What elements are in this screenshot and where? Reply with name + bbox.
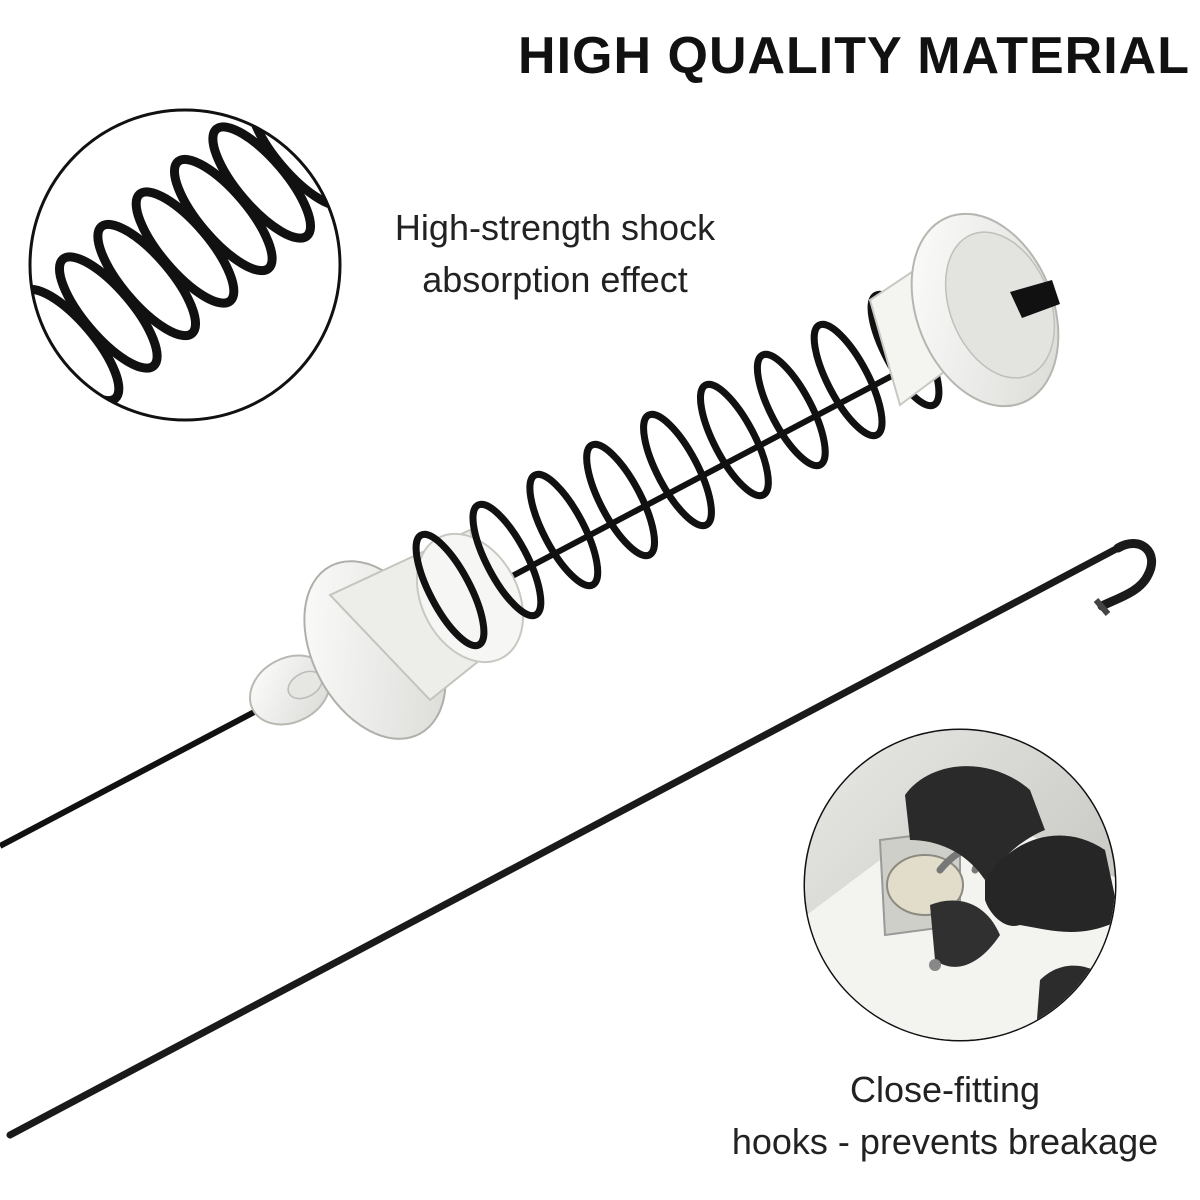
hook-feature-line-1: Close-fitting	[849, 1069, 1041, 1110]
spring-coil-4	[583, 440, 658, 560]
headline: HIGH QUALITY MATERIAL	[518, 27, 1190, 85]
spring-feature-caption: High-strength shock absorption effect	[330, 202, 780, 306]
suspension-rod-with-spring	[0, 212, 1060, 849]
spring-closeup-coils	[30, 110, 340, 406]
lower-damper-cup	[303, 528, 525, 740]
upper-damper-cap	[868, 212, 1060, 408]
spring-coil-8	[810, 320, 886, 440]
spring-feature-line-1: High-strength shock	[394, 207, 716, 248]
installation-photo-inset	[803, 728, 1117, 1042]
spring-coil-3	[526, 470, 602, 590]
spring-feature-line-2: absorption effect	[422, 259, 688, 300]
spring-coil-6	[697, 380, 772, 500]
spring-coil-7	[753, 350, 829, 470]
spring-coil-1	[412, 530, 488, 650]
spring-closeup-inset	[28, 108, 342, 422]
spring-coil-2	[469, 500, 545, 620]
spring-coil-5	[640, 410, 715, 530]
hook-feature-line-2: hooks - prevents breakage	[731, 1121, 1159, 1162]
hooked-rod	[6, 539, 1157, 1139]
hook-feature-caption: Close-fitting hooks - prevents breakage	[690, 1064, 1200, 1168]
